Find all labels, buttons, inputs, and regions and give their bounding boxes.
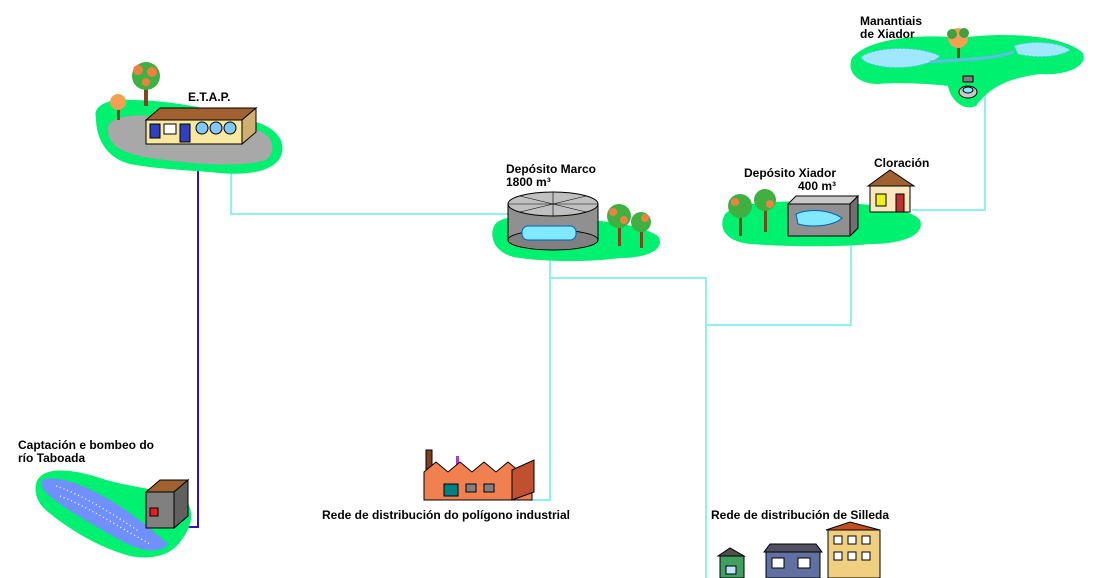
- deposito-marco-label-line1: Depósito Marco: [506, 162, 597, 176]
- manantiais-illustration: [850, 28, 1084, 108]
- house-medium-icon: [763, 543, 823, 578]
- rede-poligono-label: Rede de distribución do polígono industr…: [322, 508, 570, 522]
- pipe-manantiais-to-cloracion: [912, 85, 986, 211]
- deposito-marco-label: Depósito Marco 1800 m³: [506, 163, 596, 189]
- etap-illustration: [95, 62, 283, 174]
- etap-building-icon: [144, 106, 258, 146]
- cloracion-label: Cloración: [874, 156, 930, 170]
- manantiais-label-line1: Manantiais: [860, 14, 923, 28]
- pipe-captacion-to-etap: [184, 140, 199, 528]
- house-small-icon: [716, 547, 746, 578]
- etap-small-tree-icon: [110, 94, 126, 120]
- xiador-tree-icon: [728, 189, 776, 236]
- rede-silleda-label: Rede de distribución de Silleda: [711, 508, 890, 522]
- cloracion-building-icon: [866, 169, 916, 213]
- manantiais-label-line2: de Xiador: [860, 27, 915, 41]
- deposito-xiador-illustration: [722, 169, 921, 247]
- apartment-block-icon: [825, 521, 881, 578]
- silleda-buildings-illustration: [716, 521, 881, 578]
- factory-illustration: [423, 449, 535, 501]
- deposito-xiador-label: Depósito Xiador 400 m³: [744, 167, 836, 193]
- captacion-illustration: [35, 470, 192, 558]
- spring-well-icon: [958, 75, 978, 99]
- manantiais-label: Manantiais de Xiador: [860, 15, 922, 41]
- pipe-marco-to-silleda: [550, 277, 707, 578]
- pipe-xiador-to-silleda: [706, 238, 852, 326]
- captacion-label-line1: Captación e bombeo do: [18, 438, 155, 452]
- spring-tree-icon: [947, 28, 969, 58]
- pipes: [184, 47, 986, 578]
- captacion-label-line2: río Taboada: [18, 451, 86, 465]
- deposito-marco-illustration: [492, 191, 661, 261]
- deposito-marco-label-line2: 1800 m³: [506, 175, 551, 189]
- pipe-marco-to-poligono: [530, 250, 551, 501]
- etap-label: E.T.A.P.: [188, 90, 231, 104]
- pumping-house-icon: [144, 478, 190, 530]
- deposito-xiador-label-line1: Depósito Xiador: [744, 166, 837, 180]
- deposito-xiador-label-line2: 400 m³: [797, 179, 837, 193]
- captacion-label: Captación e bombeo do río Taboada: [18, 439, 154, 465]
- xiador-tank-icon: [786, 194, 860, 238]
- marco-tank-icon: [507, 191, 599, 251]
- marco-trees-icon: [607, 204, 651, 248]
- etap-tree-icon: [132, 62, 160, 106]
